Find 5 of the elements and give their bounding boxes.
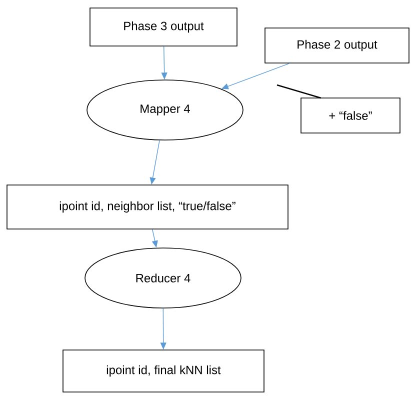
process-box: ipoint id, final kNN list: [62, 350, 264, 392]
process-box: + “false”: [300, 98, 400, 134]
process-box: ipoint id, neighbor list, “true/false”: [6, 184, 288, 230]
process-box: Phase 3 output: [90, 8, 238, 46]
process-box: Phase 2 output: [264, 28, 410, 64]
